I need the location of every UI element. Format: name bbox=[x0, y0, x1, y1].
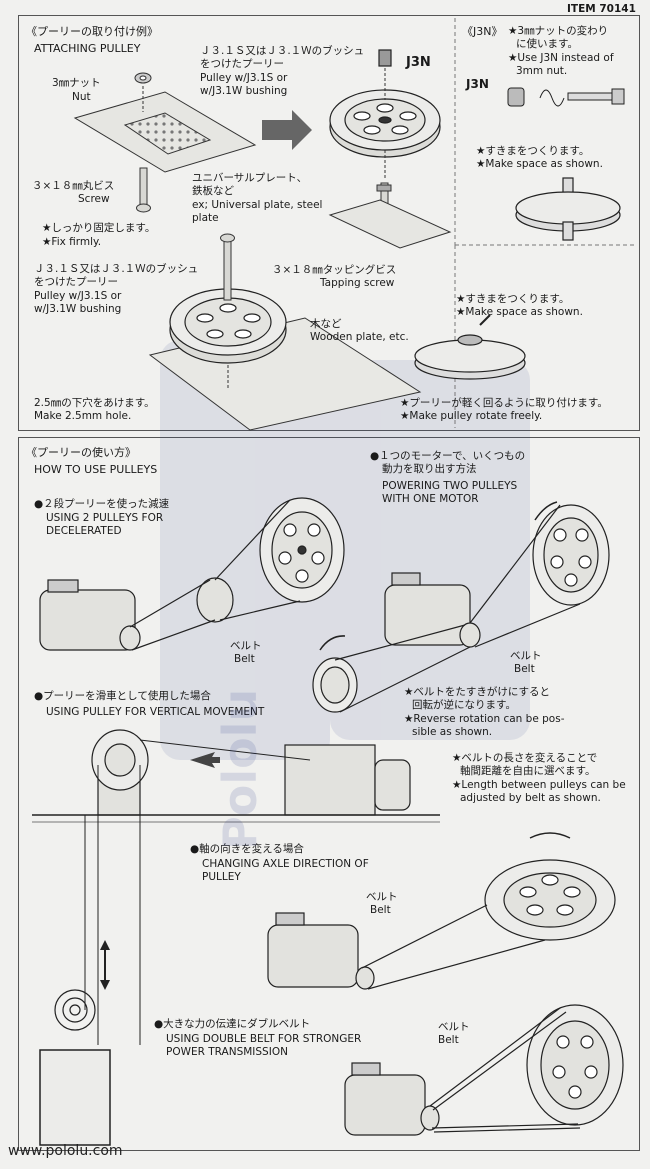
length-note-jp-1: ★ベルトの長さを変えることで bbox=[452, 752, 598, 764]
bushing-label-jp-2: をつけたプーリー bbox=[200, 58, 284, 70]
space-note-en: ★Make space as shown. bbox=[476, 158, 603, 170]
how-to-use-section bbox=[18, 437, 640, 1151]
double-title-en-1: USING DOUBLE BELT FOR STRONGER bbox=[166, 1033, 362, 1045]
belt-label-4-jp: ベルト bbox=[438, 1021, 470, 1033]
belt-label-2-jp: ベルト bbox=[510, 650, 542, 662]
tapping-label-jp: ３×１８㎜タッピングビス bbox=[272, 264, 397, 276]
item-number: ITEM 70141 bbox=[567, 3, 636, 15]
nut-label-en: Nut bbox=[72, 91, 91, 103]
double-title-jp: ●大きな力の伝達にダブルベルト bbox=[154, 1018, 311, 1030]
j3n-note-jp-2: に使います。 bbox=[516, 38, 578, 50]
space-note-jp: ★すきまをつくります。 bbox=[476, 145, 590, 157]
nut-label-jp: 3㎜ナット bbox=[52, 77, 101, 89]
axle-title-en-1: CHANGING AXLE DIRECTION OF bbox=[202, 858, 369, 870]
plate-label-en-1: ex; Universal plate, steel bbox=[192, 199, 323, 211]
j3n-title: 《J3N》 bbox=[462, 25, 503, 38]
fix-note-en: ★Fix firmly. bbox=[42, 236, 102, 248]
bushing-label-en-2: w/J3.1W bushing bbox=[200, 85, 288, 97]
watermark-text: Pololu bbox=[213, 688, 267, 850]
double-title-en-2: POWER TRANSMISSION bbox=[166, 1046, 288, 1058]
reverse-note-en-1: ★Reverse rotation can be pos- bbox=[404, 713, 565, 725]
footer-url[interactable]: www.pololu.com bbox=[8, 1143, 123, 1159]
two-pulleys-title-jp-2: 動力を取り出す方法 bbox=[382, 463, 477, 475]
plate-label-en-2: plate bbox=[192, 212, 219, 224]
length-note-en-2: adjusted by belt as shown. bbox=[460, 792, 601, 804]
usage-title-en: HOW TO USE PULLEYS bbox=[34, 463, 158, 476]
screw-label-jp: ３×１８㎜丸ビス bbox=[32, 180, 115, 192]
attaching-pulley-section bbox=[18, 15, 640, 431]
bushing2-label-en-2: w/J3.1W bushing bbox=[34, 303, 122, 315]
axle-title-jp: ●軸の向きを変える場合 bbox=[190, 843, 304, 855]
reverse-note-jp-2: 回転が逆になります。 bbox=[412, 699, 516, 711]
vertical-title-jp: ●プーリーを滑車として使用した場合 bbox=[34, 690, 211, 702]
hole-note-en: Make 2.5mm hole. bbox=[34, 410, 132, 422]
bushing-label-jp-1: Ｊ３.１Ｓ又はＪ３.１Ｗのブッシュ bbox=[200, 45, 365, 57]
belt-label-3-en: Belt bbox=[370, 904, 391, 916]
belt-label-1-en: Belt bbox=[234, 653, 255, 665]
attaching-title-jp: 《プーリーの取り付け例》 bbox=[26, 25, 158, 38]
belt-label-4-en: Belt bbox=[438, 1034, 459, 1046]
hole-note-jp: 2.5㎜の下穴をあけます。 bbox=[34, 397, 155, 409]
two-pulleys-title-jp-1: ●１つのモーターで、いくつもの bbox=[370, 450, 526, 462]
j3n-note-jp-1: ★3㎜ナットの変わり bbox=[508, 25, 609, 37]
bushing2-label-jp-2: をつけたプーリー bbox=[34, 276, 118, 288]
plate-label-jp-2: 鉄板など bbox=[192, 185, 234, 197]
belt-label-3-jp: ベルト bbox=[366, 891, 398, 903]
belt-label-2-en: Belt bbox=[514, 663, 535, 675]
belt-label-1-jp: ベルト bbox=[230, 640, 262, 652]
decel-title-en-1: USING 2 PULLEYS FOR bbox=[46, 512, 164, 524]
j3n-label: J3N bbox=[406, 55, 431, 70]
screw-label-en: Screw bbox=[78, 193, 110, 205]
reverse-note-jp-1: ★ベルトをたすきがけにすると bbox=[404, 686, 551, 698]
two-pulleys-title-en-1: POWERING TWO PULLEYS bbox=[382, 480, 518, 492]
j3n-note-en-2: 3mm nut. bbox=[516, 65, 568, 77]
wood-label-jp: 木など bbox=[310, 318, 342, 330]
reverse-note-en-2: sible as shown. bbox=[412, 726, 493, 738]
space2-note-en: ★Make space as shown. bbox=[456, 306, 583, 318]
wood-label-en: Wooden plate, etc. bbox=[310, 331, 409, 343]
vertical-title-en: USING PULLEY FOR VERTICAL MOVEMENT bbox=[46, 706, 265, 718]
decel-title-en-2: DECELERATED bbox=[46, 525, 122, 537]
two-pulleys-title-en-2: WITH ONE MOTOR bbox=[382, 493, 479, 505]
length-note-jp-2: 軸間距離を自由に選べます。 bbox=[460, 765, 596, 777]
attaching-title-en: ATTACHING PULLEY bbox=[34, 42, 141, 55]
length-note-en-1: ★Length between pulleys can be bbox=[452, 779, 626, 791]
bushing2-label-en-1: Pulley w/J3.1S or bbox=[34, 290, 122, 302]
rotate-note-jp: ★プーリーが軽く回るように取り付けます。 bbox=[400, 397, 608, 409]
space2-note-jp: ★すきまをつくります。 bbox=[456, 293, 570, 305]
tapping-label-en: Tapping screw bbox=[320, 277, 395, 289]
j3n-note-en-1: ★Use J3N instead of bbox=[508, 52, 614, 64]
axle-title-en-2: PULLEY bbox=[202, 871, 241, 883]
bushing-label-en-1: Pulley w/J3.1S or bbox=[200, 72, 288, 84]
plate-label-jp-1: ユニバーサルプレート、 bbox=[192, 172, 308, 184]
usage-title-jp: 《プーリーの使い方》 bbox=[26, 446, 136, 459]
decel-title-jp: ●２段プーリーを使った減速 bbox=[34, 498, 170, 510]
bushing2-label-jp-1: Ｊ３.１Ｓ又はＪ３.１Ｗのブッシュ bbox=[34, 263, 199, 275]
fix-note-jp: ★しっかり固定します。 bbox=[42, 222, 156, 234]
rotate-note-en: ★Make pulley rotate freely. bbox=[400, 410, 543, 422]
j3n-label-2: J3N bbox=[466, 77, 489, 91]
